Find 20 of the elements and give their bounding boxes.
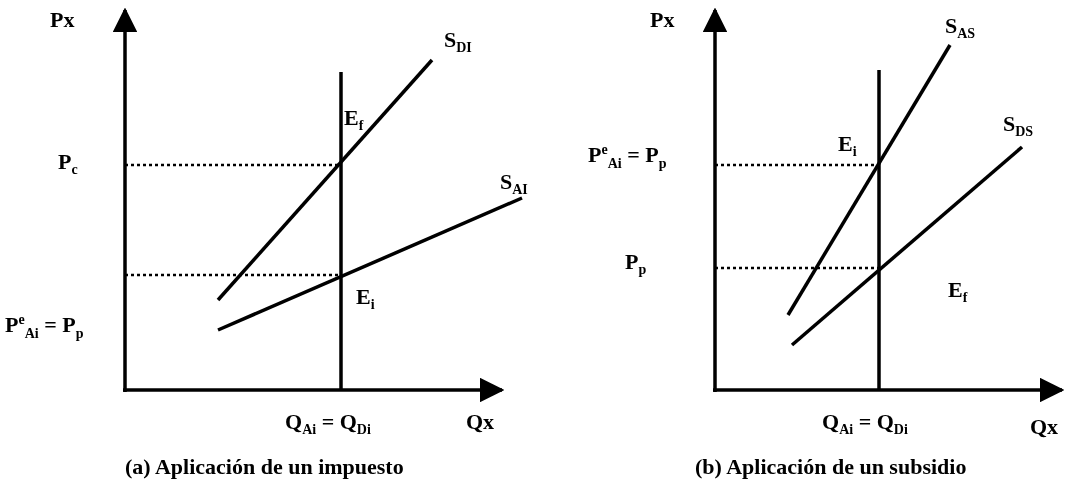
figure-caption: (b) Aplicación de un subsidio — [695, 455, 967, 480]
point-label: E$_{i}$ — [838, 132, 857, 160]
price-label: P$_{p}$ — [625, 250, 647, 278]
price-label: P$_{c}$ — [58, 150, 78, 178]
point-label: E$_{i}$ — [356, 285, 375, 313]
axis-label: Px — [650, 8, 675, 33]
price-label: P$^{e}$$_{Ai}$ = P$_{p}$ — [5, 312, 84, 342]
curve-label: S$_{DI}$ — [444, 28, 472, 56]
curve-label: S$_{AI}$ — [500, 170, 528, 198]
quantity-label: Q$_{Ai}$ = Q$_{Di}$ — [285, 410, 371, 438]
point-label: E$_{f}$ — [948, 278, 968, 306]
axis-label: Px — [50, 8, 75, 33]
axis-label: Qx — [466, 410, 495, 435]
figure-caption: (a) Aplicación de un impuesto — [125, 455, 404, 480]
quantity-label: Q$_{Ai}$ = Q$_{Di}$ — [822, 410, 908, 438]
price-label: P$^{e}$$_{Ai}$ = P$_{p}$ — [588, 142, 667, 172]
curve-label: S$_{DS}$ — [1003, 112, 1034, 140]
axis-label: Qx — [1030, 415, 1059, 440]
curve-label: S$_{AS}$ — [945, 14, 976, 42]
point-label: E$_{f}$ — [344, 106, 364, 134]
